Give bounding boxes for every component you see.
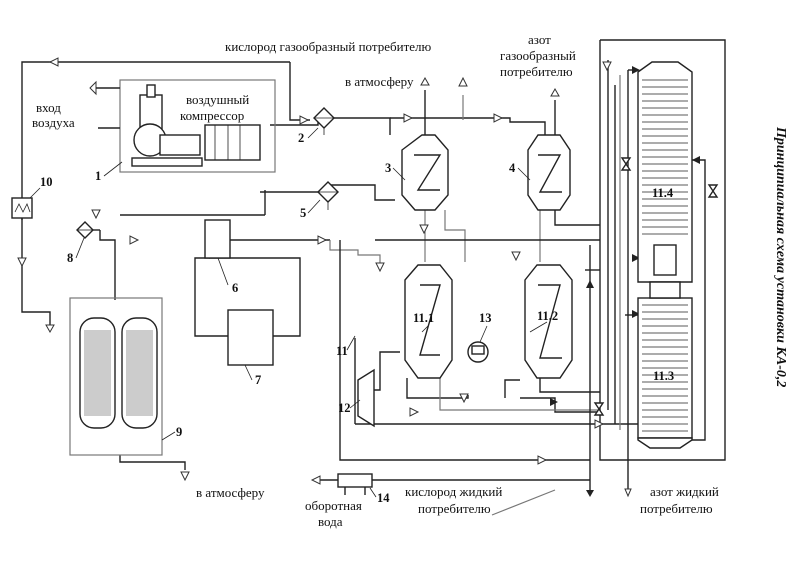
svg-text:1: 1 — [95, 169, 101, 183]
valves — [593, 157, 719, 416]
svg-text:11: 11 — [336, 344, 348, 358]
air-compressor-1 — [119, 79, 276, 173]
svg-text:4: 4 — [509, 161, 516, 175]
heat-exchanger-4 — [527, 134, 571, 211]
nitrogen-liquid-label-2: потребителю — [640, 501, 713, 516]
air-inlet-valve — [89, 80, 97, 96]
nitrogen-gas-label: азот — [528, 32, 551, 47]
unit-7 — [227, 309, 274, 366]
filter-5 — [317, 181, 339, 210]
svg-text:10: 10 — [40, 175, 53, 189]
cooling-water-label: оборотная — [305, 498, 362, 513]
svg-text:3: 3 — [385, 161, 391, 175]
adsorber-block-9 — [69, 297, 163, 456]
column-11-4-trays — [642, 79, 688, 235]
svg-text:8: 8 — [67, 251, 73, 265]
pipelines — [21, 39, 726, 516]
nitrogen-gas-label-3: потребителю — [500, 64, 573, 79]
diagram-title: Принципиальная схема установки КА-0,2 — [773, 126, 788, 387]
atmosphere-bottom-label: в атмосферу — [196, 485, 265, 500]
svg-text:11.2: 11.2 — [537, 309, 558, 323]
svg-text:11.1: 11.1 — [413, 311, 434, 325]
labels: вход воздуха воздушный компрессор кислор… — [32, 32, 719, 529]
cooling-water-label-2: вода — [318, 514, 343, 529]
svg-text:7: 7 — [255, 373, 261, 387]
svg-text:6: 6 — [232, 281, 238, 295]
air-inlet-label-2: воздуха — [32, 115, 75, 130]
heat-exchanger-11-2 — [524, 264, 573, 379]
nitrogen-gas-label-2: газообразный — [500, 48, 576, 63]
cooler-14 — [337, 473, 373, 488]
oxygen-liquid-label: кислород жидкий — [405, 484, 502, 499]
leader-lines — [29, 127, 548, 498]
air-inlet-label: вход — [36, 100, 61, 115]
svg-text:11.4: 11.4 — [652, 186, 674, 200]
filter-8 — [76, 221, 94, 239]
svg-text:12: 12 — [338, 401, 351, 415]
svg-text:14: 14 — [377, 491, 390, 505]
column-11-3 — [637, 281, 693, 449]
svg-text:2: 2 — [298, 131, 304, 145]
heat-exchanger-3 — [401, 134, 449, 211]
atmosphere-top-label: в атмосферу — [345, 74, 414, 89]
svg-text:9: 9 — [176, 425, 182, 439]
unit-6 — [204, 219, 231, 259]
column-11-3-trays — [642, 304, 688, 432]
column-11-4 — [637, 61, 693, 283]
heat-exchanger-11-1 — [404, 264, 453, 379]
oxygen-gas-label: кислород газообразный потребителю — [225, 39, 432, 54]
turbine-12 — [357, 368, 375, 428]
pump-13 — [467, 341, 489, 363]
nitrogen-liquid-label: азот жидкий — [650, 484, 719, 499]
svg-text:11.3: 11.3 — [653, 369, 674, 383]
flow-arrows — [17, 57, 700, 498]
svg-text:5: 5 — [300, 206, 306, 220]
equipment-numbers: 1 2 3 4 5 6 7 8 9 10 11 12 13 14 11.1 11… — [40, 131, 674, 505]
heater-10 — [11, 197, 33, 219]
filter-2 — [313, 107, 335, 135]
oxygen-liquid-label-2: потребителю — [418, 501, 491, 516]
compressor-label-2: компрессор — [180, 108, 244, 123]
compressor-label: воздушный — [186, 92, 249, 107]
svg-text:13: 13 — [479, 311, 492, 325]
